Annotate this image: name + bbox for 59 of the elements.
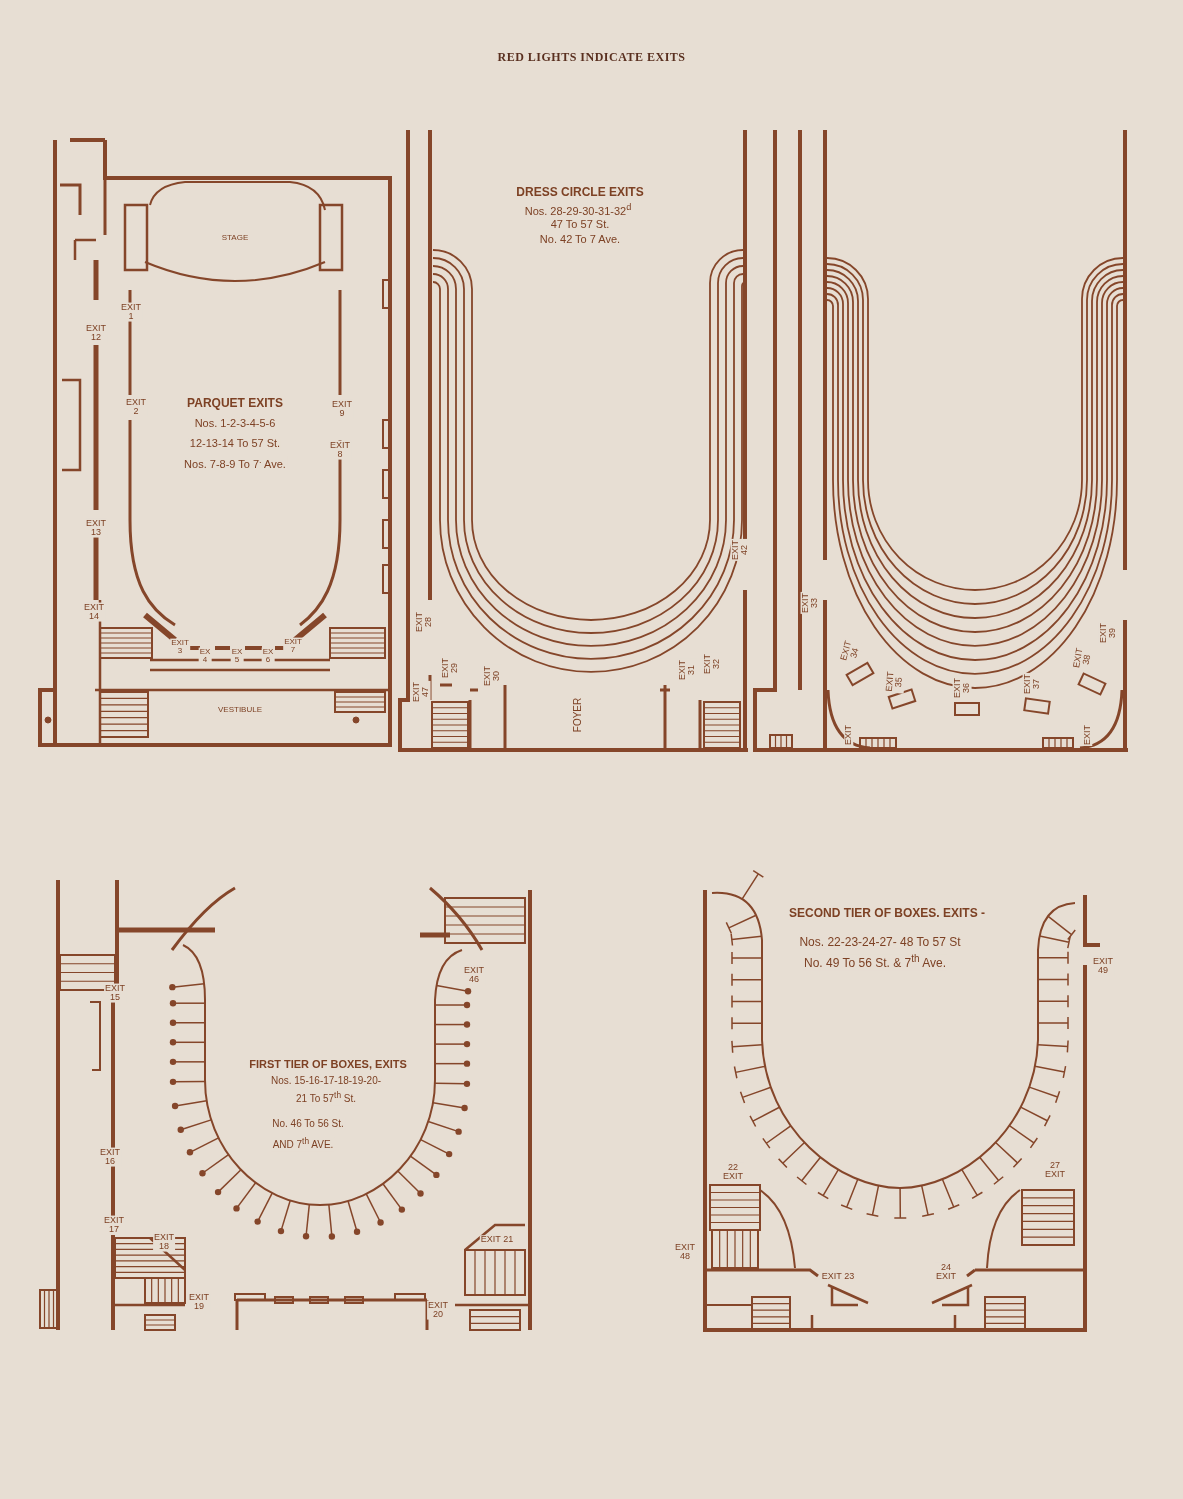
exit-label: EXIT 21 bbox=[479, 1235, 515, 1245]
exit-note: 47 To 57 St. bbox=[549, 219, 611, 231]
exit-label: 24 EXIT bbox=[935, 1262, 957, 1282]
exit-label: EX 5 bbox=[230, 647, 244, 665]
exit-label: EXIT bbox=[844, 724, 854, 746]
exit-label: EXIT 28 bbox=[414, 611, 434, 633]
room-label: STAGE bbox=[220, 233, 250, 243]
section-heading: DRESS CIRCLE EXITS bbox=[515, 185, 645, 199]
exit-label: EXIT 1 bbox=[120, 302, 142, 322]
exit-label: EXIT 23 bbox=[820, 1272, 856, 1282]
exit-label: EXIT 15 bbox=[104, 983, 126, 1003]
exit-note: Nos. 15-16-17-18-19-20- bbox=[269, 1075, 383, 1087]
exit-label: EXIT 3 bbox=[170, 638, 190, 656]
page-heading: RED LIGHTS INDICATE EXITS bbox=[496, 50, 687, 65]
exit-label: EX 4 bbox=[198, 647, 212, 665]
exit-label: EXIT 36 bbox=[952, 677, 972, 699]
exit-note: No. 46 To 56 St. bbox=[271, 1118, 345, 1130]
exit-label: EXIT 49 bbox=[1092, 956, 1114, 976]
exit-note: Nos. 1-2-3-4-5-6 bbox=[193, 418, 277, 430]
exit-label: EXIT 9 bbox=[331, 399, 353, 419]
room-label: FOYER bbox=[572, 696, 584, 734]
exit-label: EXIT 17 bbox=[103, 1215, 125, 1235]
exit-label: EXIT 42 bbox=[730, 539, 750, 561]
exit-label: EXIT 18 bbox=[153, 1232, 175, 1252]
exit-label: 27 EXIT bbox=[1044, 1160, 1066, 1180]
exit-note: AND 7$^{th}$ AVE. bbox=[271, 1137, 335, 1151]
exit-note: No. 49 To 56 St. & 7$^{th}$ Ave. bbox=[803, 954, 947, 970]
exit-note: Nos. 22-23-24-27- 48 To 57 St bbox=[798, 935, 962, 949]
exit-label: EXIT 12 bbox=[85, 323, 107, 343]
exit-label: EXIT 8 bbox=[329, 440, 351, 460]
exit-note: No. 42 To 7 Ave. bbox=[538, 234, 622, 246]
exit-label: EXIT 19 bbox=[188, 1292, 210, 1312]
exit-label: EXIT 33 bbox=[800, 592, 820, 614]
exit-label: EXIT 16 bbox=[99, 1147, 121, 1167]
exit-label: EXIT 39 bbox=[1098, 622, 1118, 644]
exit-label: EXIT 37 bbox=[1022, 673, 1042, 695]
exit-label: 22 EXIT bbox=[722, 1162, 744, 1182]
exit-label: EXIT 7 bbox=[283, 637, 303, 655]
exit-label: EXIT 46 bbox=[463, 965, 485, 985]
exit-label: EXIT 29 bbox=[440, 657, 460, 679]
exit-label: EXIT 14 bbox=[83, 602, 105, 622]
exit-note: 12-13-14 To 57 St. bbox=[188, 438, 282, 450]
section-heading: FIRST TIER OF BOXES, EXITS bbox=[248, 1059, 408, 1071]
section-heading: SECOND TIER OF BOXES. EXITS - bbox=[788, 906, 986, 920]
exit-label: EXIT 2 bbox=[125, 397, 147, 417]
exit-label: EXIT 48 bbox=[674, 1242, 696, 1262]
exit-label: EXIT 13 bbox=[85, 518, 107, 538]
exit-label: EX 6 bbox=[261, 647, 275, 665]
exit-note: 21 To 57$^{th}$ St. bbox=[294, 1091, 358, 1105]
room-label: VESTIBULE bbox=[217, 705, 263, 715]
exit-label: EXIT 35 bbox=[884, 670, 906, 694]
exit-label: EXIT bbox=[1083, 724, 1093, 746]
exit-label: EXIT 32 bbox=[702, 653, 722, 675]
exit-note: Nos. 28-29-30-31-32$^{d}$ bbox=[523, 202, 633, 218]
exit-label: EXIT 30 bbox=[482, 665, 502, 687]
exit-label: EXIT 31 bbox=[677, 659, 697, 681]
section-heading: PARQUET EXITS bbox=[186, 396, 284, 410]
exit-label: EXIT 20 bbox=[427, 1300, 449, 1320]
exit-label: EXIT 47 bbox=[411, 681, 431, 703]
